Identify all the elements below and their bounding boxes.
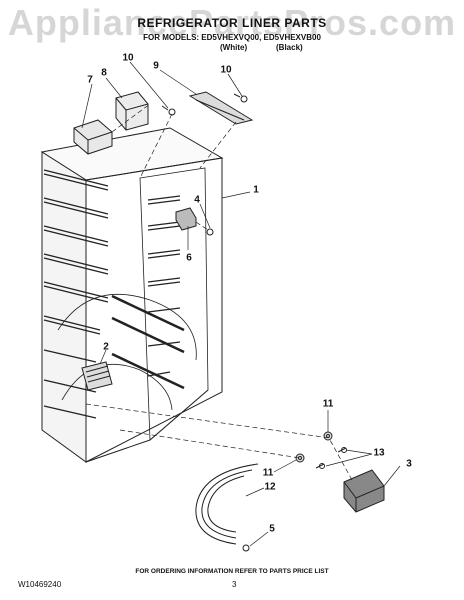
callout-2: 2 — [103, 341, 109, 353]
shroud-part-3 — [343, 469, 385, 513]
page-number: 3 — [232, 580, 237, 589]
callout-12: 12 — [264, 481, 276, 493]
tubing-part-12 — [195, 463, 259, 545]
models-line: FOR MODELS: ED5VHEXVQ00, ED5VHEXVB00 — [143, 33, 321, 42]
leader-lines — [81, 61, 401, 547]
callout-11-lower: 11 — [262, 467, 274, 479]
callout-10-top-left: 10 — [122, 52, 134, 64]
callout-8: 8 — [101, 67, 107, 79]
ordering-note: FOR ORDERING INFORMATION REFER TO PARTS … — [135, 568, 329, 575]
control-housing — [73, 119, 113, 155]
variant-black: (Black) — [276, 43, 303, 52]
screws-part-10 — [161, 93, 248, 116]
screw-part-5 — [242, 544, 250, 552]
callout-10-top-right: 10 — [220, 64, 232, 76]
watermark: AppliancePartsPros.com — [7, 2, 457, 43]
document-number: W10469240 — [18, 580, 62, 589]
callout-1: 1 — [253, 184, 259, 196]
trim-strip-part-9 — [188, 91, 254, 125]
callout-5: 5 — [269, 523, 275, 535]
callout-6: 6 — [186, 252, 192, 264]
shelf-rails-right — [147, 195, 181, 377]
liner-back-contour — [57, 293, 197, 361]
callout-7: 7 — [87, 74, 93, 86]
clip-part-6 — [175, 207, 214, 236]
grommets-part-11 — [295, 431, 333, 463]
callout-13: 13 — [373, 447, 385, 459]
page-title: REFRIGERATOR LINER PARTS — [137, 16, 327, 30]
assembly-dashed-lines — [85, 103, 353, 481]
callout-3: 3 — [406, 458, 412, 470]
screws-part-13 — [315, 447, 347, 469]
callout-11-upper: 11 — [322, 398, 334, 410]
shelf-rails-left — [43, 169, 109, 419]
callout-4: 4 — [194, 194, 200, 206]
liner-bottom-contour — [61, 363, 173, 411]
variant-white: (White) — [220, 43, 248, 52]
crisper-rails — [111, 294, 185, 390]
callout-9: 9 — [153, 60, 159, 72]
bracket-part-8 — [115, 91, 149, 131]
vent-grille — [81, 361, 113, 391]
